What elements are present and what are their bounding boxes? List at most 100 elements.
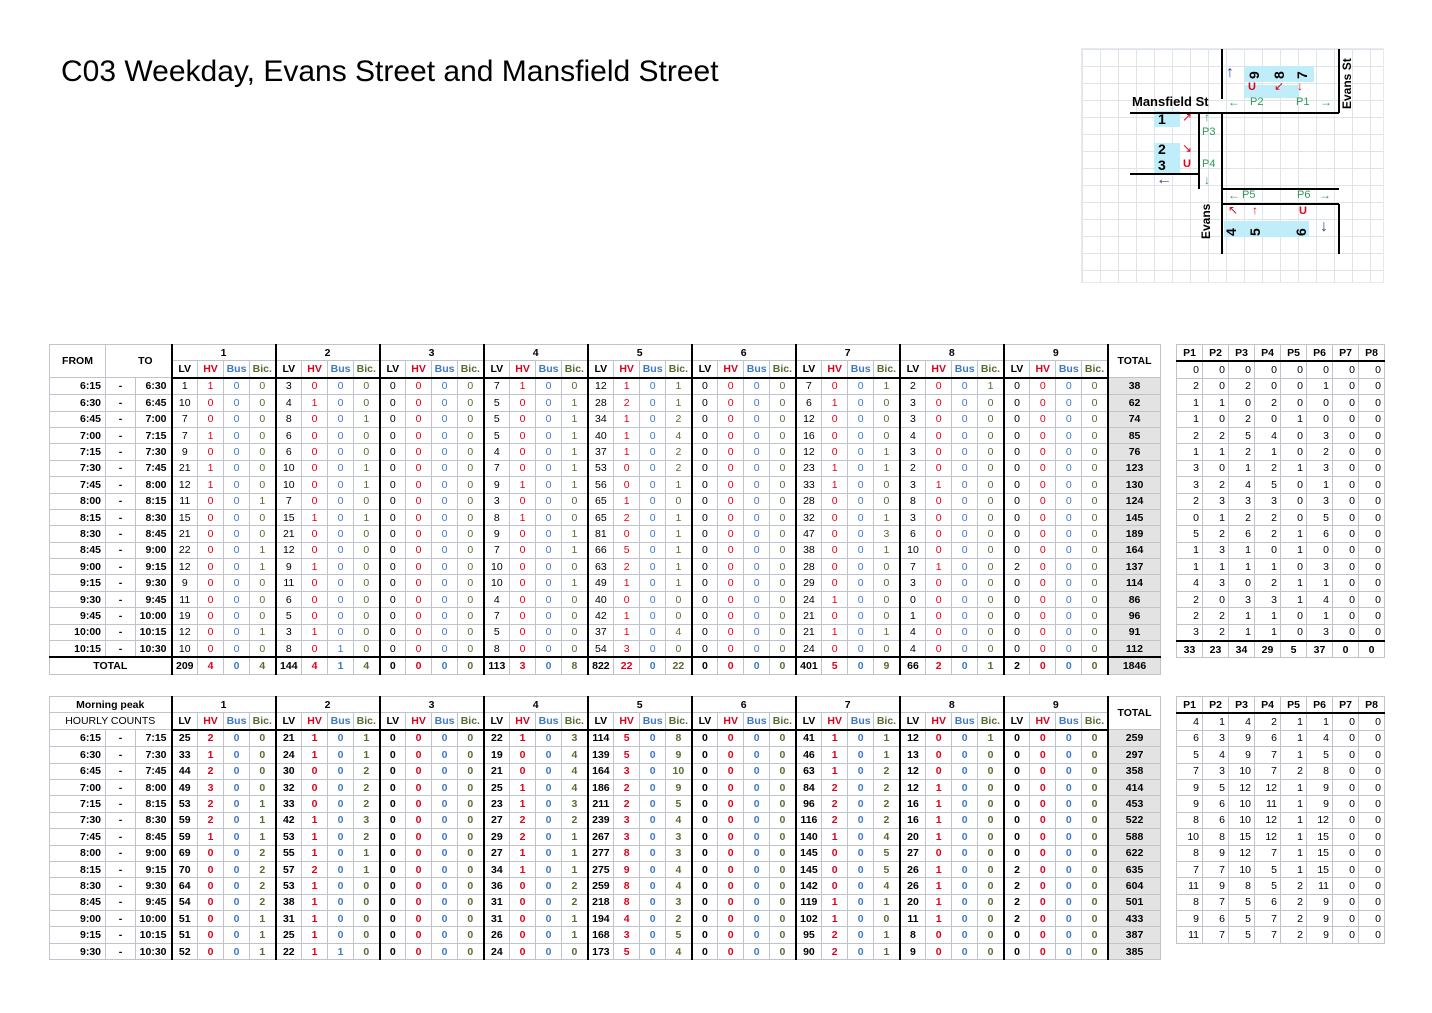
count-cell: 0 [1002, 607, 1031, 625]
count-cell: 0 [378, 623, 407, 642]
count-cell: 0 [353, 926, 381, 944]
count-cell: 0 [873, 910, 901, 928]
count-cell: 0 [431, 492, 459, 510]
count-cell: 0 [690, 910, 719, 928]
group-header-4: 4 [482, 695, 589, 714]
count-cell: 0 [769, 476, 797, 494]
ped-cell: 9 [1176, 778, 1203, 797]
ped-cell: 5 [1228, 893, 1255, 912]
count-cell: 0 [248, 476, 277, 494]
count-cell: 1 [561, 828, 589, 846]
arrow-northeast-icon: ↗ [1182, 110, 1193, 124]
count-cell: 0 [197, 844, 224, 862]
count-cell: 0 [1081, 394, 1109, 412]
count-cell: 0 [769, 860, 797, 879]
row-total: 635 [1106, 860, 1162, 879]
ped-cell: 0 [1332, 828, 1359, 846]
count-cell: 0 [821, 860, 849, 879]
ped-cell: 0 [1332, 558, 1359, 576]
ped-total-cell: 23 [1202, 640, 1229, 659]
to-time: 10:00 [135, 910, 172, 928]
count-cell: 0 [223, 410, 250, 428]
count-cell: 1 [301, 746, 329, 764]
count-cell: 0 [977, 762, 1005, 780]
count-cell: 53 [586, 459, 615, 478]
count-cell: 63 [794, 762, 823, 780]
count-cell: 0 [327, 541, 355, 560]
from-time: 8:45 [49, 893, 106, 912]
count-cell: 27 [898, 844, 927, 862]
count-cell: 0 [509, 623, 537, 642]
group-header-1: 1 [170, 343, 277, 362]
total-header: TOTAL [1106, 343, 1162, 379]
count-cell: 0 [769, 394, 797, 412]
count-cell: 0 [1081, 623, 1109, 642]
ped-cell: 7 [1202, 860, 1229, 879]
count-cell: 19 [482, 746, 511, 764]
count-cell: 0 [847, 795, 875, 813]
count-cell: 0 [535, 828, 563, 846]
ped-cell: 3 [1254, 590, 1281, 609]
count-cell: 0 [457, 410, 485, 428]
count-cell: 0 [769, 410, 797, 428]
count-cell: 15 [274, 508, 303, 527]
count-cell: 0 [977, 558, 1005, 576]
ped-cell: 9 [1202, 844, 1229, 862]
count-cell: 0 [951, 525, 979, 543]
count-cell: 0 [717, 541, 745, 560]
count-cell: 2 [248, 877, 277, 895]
movement-4: 4 [1223, 228, 1239, 236]
count-cell: 1 [301, 828, 329, 846]
type-header: Bus [431, 360, 459, 379]
count-cell: 0 [431, 640, 459, 658]
count-cell: 0 [847, 926, 875, 944]
count-cell: 1 [301, 910, 329, 928]
count-cell: 0 [301, 459, 329, 478]
type-header: Bus [223, 712, 250, 731]
total-cell: 4 [197, 656, 224, 675]
count-cell: 1 [925, 795, 953, 813]
count-cell: 0 [223, 860, 250, 879]
ped-cell: 3 [1254, 492, 1281, 510]
count-cell: 8 [665, 729, 693, 748]
count-cell: 0 [431, 844, 459, 862]
group-header-2: 2 [274, 695, 381, 714]
type-header: LV [1002, 712, 1031, 731]
count-cell: 0 [690, 476, 719, 494]
count-cell: 0 [1029, 778, 1057, 797]
count-cell: 0 [873, 492, 901, 510]
count-cell: 25 [170, 729, 198, 748]
count-cell: 0 [535, 746, 563, 764]
ped-cell: 1 [1280, 729, 1307, 748]
count-cell: 3 [665, 844, 693, 862]
count-cell: 0 [690, 508, 719, 527]
ped-cell: 11 [1254, 795, 1281, 813]
count-cell: 0 [847, 525, 875, 543]
count-cell: 0 [821, 410, 849, 428]
ped-cell: 0 [1332, 607, 1359, 625]
count-cell: 0 [535, 795, 563, 813]
count-cell: 12 [794, 443, 823, 461]
count-cell: 0 [639, 729, 667, 748]
ped-cell: 0 [1332, 360, 1359, 379]
count-cell: 4 [873, 828, 901, 846]
count-cell: 0 [925, 410, 953, 428]
count-cell: 0 [1002, 762, 1031, 780]
count-cell: 0 [690, 640, 719, 658]
time-separator: - [105, 410, 136, 428]
ped-cell: 0 [1358, 926, 1385, 944]
count-cell: 1 [977, 377, 1005, 396]
count-cell: 0 [405, 623, 433, 642]
count-cell: 0 [457, 640, 485, 658]
count-cell: 0 [1002, 590, 1031, 609]
count-cell: 3 [274, 377, 303, 396]
ped-cell: 0 [1332, 623, 1359, 642]
count-cell: 0 [898, 590, 927, 609]
time-separator: - [105, 558, 136, 576]
count-cell: 2 [898, 459, 927, 478]
count-cell: 0 [717, 492, 745, 510]
count-cell: 0 [327, 811, 355, 830]
street-label-top: Mansfield St [1132, 94, 1209, 109]
